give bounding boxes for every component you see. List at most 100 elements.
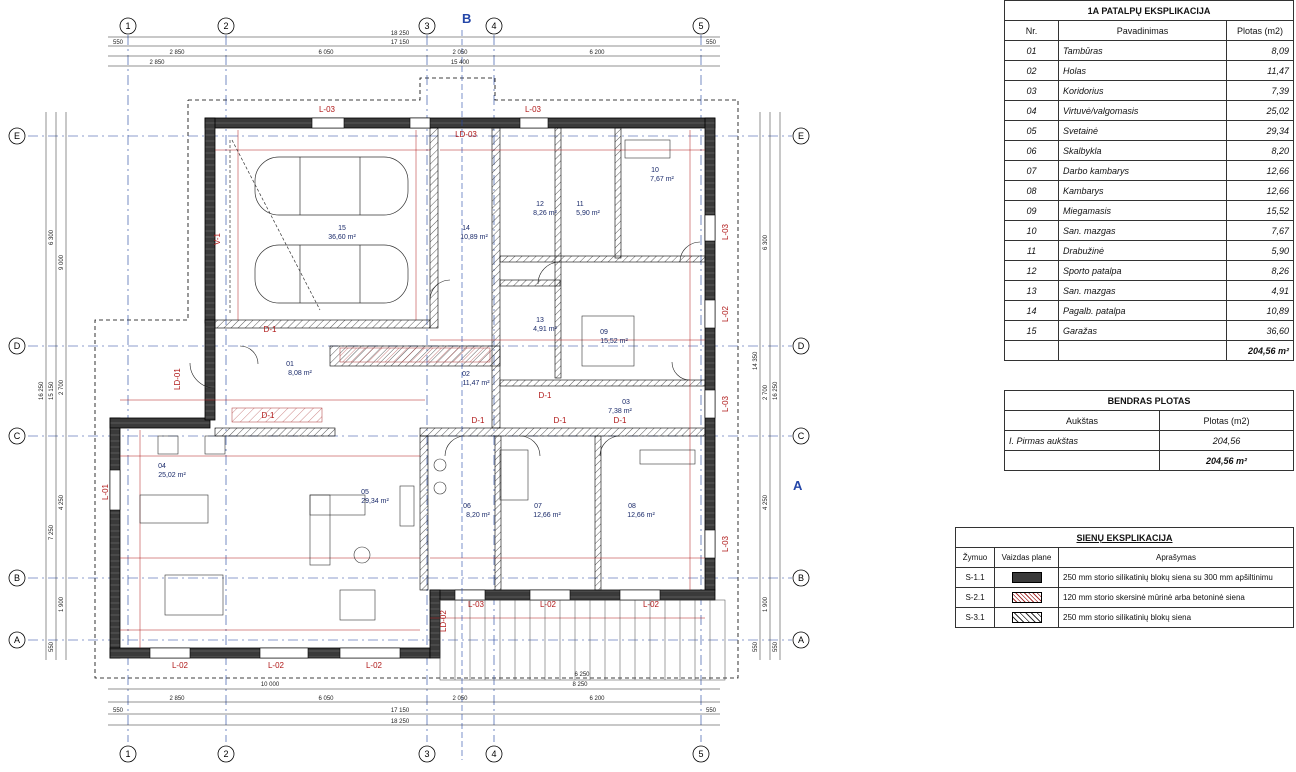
wall-explication-table: SIENŲ EKSPLIKACIJA Žymuo Vaizdas plane A… bbox=[955, 527, 1294, 628]
room-02-area: 11,47 m² bbox=[462, 380, 490, 387]
interior-dimension-lines bbox=[120, 130, 705, 648]
grid-label-left-c: C bbox=[14, 431, 21, 441]
vertical-opening-marks: V-1 LD-01 L-01 LD-02 L-03 L-02 L-03 L-03 bbox=[101, 223, 730, 632]
svg-text:10 000: 10 000 bbox=[261, 682, 280, 688]
svg-text:550: 550 bbox=[49, 641, 55, 652]
room-10-nr: 10 bbox=[651, 167, 659, 174]
svg-text:6 200: 6 200 bbox=[589, 696, 605, 702]
side-dimension-texts: 16 250 15 150 2 700 9 000 4 250 7 250 1 … bbox=[39, 229, 779, 652]
svg-text:LD-02: LD-02 bbox=[439, 610, 448, 632]
svg-text:550: 550 bbox=[113, 40, 124, 46]
svg-text:9 000: 9 000 bbox=[59, 254, 65, 270]
grid-label-top-4: 4 bbox=[491, 21, 496, 31]
area-table-title: BENDRAS PLOTAS bbox=[1004, 390, 1294, 411]
room-table-header-name: Pavadinimas bbox=[1058, 20, 1227, 41]
opening-marks: L-03 L-03 LD-03 L-02 L-02 L-02 L-03 L-02… bbox=[172, 105, 660, 670]
svg-text:550: 550 bbox=[706, 40, 717, 46]
svg-text:6 300: 6 300 bbox=[49, 229, 55, 245]
room-15-nr: 15 bbox=[338, 225, 346, 232]
svg-text:D-1: D-1 bbox=[472, 416, 485, 425]
room-09-nr: 09 bbox=[600, 329, 608, 336]
svg-text:550: 550 bbox=[113, 708, 124, 714]
svg-text:L-03: L-03 bbox=[468, 600, 485, 609]
grid-label-left-d: D bbox=[14, 341, 21, 351]
svg-text:LD-01: LD-01 bbox=[173, 368, 182, 390]
room-03-area: 7,38 m² bbox=[608, 408, 632, 415]
svg-text:6 050: 6 050 bbox=[318, 50, 334, 56]
svg-text:2 700: 2 700 bbox=[763, 384, 769, 400]
grid-label-right-a: A bbox=[798, 635, 804, 645]
svg-text:18 250: 18 250 bbox=[391, 719, 410, 725]
svg-text:16 250: 16 250 bbox=[773, 381, 779, 400]
svg-text:4 250: 4 250 bbox=[763, 494, 769, 510]
room-03-nr: 03 bbox=[622, 399, 630, 406]
grid-label-right-e: E bbox=[798, 131, 804, 141]
total-area-table: BENDRAS PLOTAS Aukštas Plotas (m2) I. Pi… bbox=[1004, 390, 1294, 471]
svg-text:2 700: 2 700 bbox=[59, 379, 65, 395]
svg-text:15 400: 15 400 bbox=[451, 60, 470, 66]
room-table-header-nr: Nr. bbox=[1004, 20, 1059, 41]
dimension-texts: 18 250 550 17 150 550 2 850 6 050 2 050 … bbox=[113, 31, 717, 725]
section-marks: B A bbox=[461, 11, 803, 760]
svg-text:V-1: V-1 bbox=[213, 232, 222, 245]
svg-text:D-1: D-1 bbox=[262, 411, 275, 420]
svg-text:17 150: 17 150 bbox=[391, 40, 410, 46]
wall-table-header-code: Žymuo bbox=[955, 547, 995, 568]
room-12-nr: 12 bbox=[536, 201, 544, 208]
svg-text:2 850: 2 850 bbox=[169, 50, 185, 56]
exterior-walls bbox=[109, 117, 716, 659]
room-04-nr: 04 bbox=[158, 463, 166, 470]
svg-text:L-01: L-01 bbox=[101, 483, 110, 500]
svg-text:6 200: 6 200 bbox=[589, 50, 605, 56]
room-13-area: 4,91 m² bbox=[533, 326, 557, 333]
grid-label-right-b: B bbox=[798, 573, 804, 583]
room-06-nr: 06 bbox=[463, 503, 471, 510]
table-row: S-2.1 120 mm storio skersinė mūrinė arba… bbox=[955, 587, 1294, 608]
svg-text:4 250: 4 250 bbox=[59, 494, 65, 510]
grid-label-left-e: E bbox=[14, 131, 20, 141]
svg-text:14 350: 14 350 bbox=[753, 351, 759, 370]
room-01-area: 8,08 m² bbox=[288, 370, 312, 377]
svg-text:2 850: 2 850 bbox=[149, 60, 165, 66]
grid-lines bbox=[28, 35, 792, 742]
svg-text:D-1: D-1 bbox=[264, 325, 277, 334]
wall-table-header-desc: Aprašymas bbox=[1058, 547, 1294, 568]
section-mark-a: A bbox=[793, 478, 803, 493]
svg-text:D-1: D-1 bbox=[554, 416, 567, 425]
room-table-header-area: Plotas (m2) bbox=[1226, 20, 1294, 41]
room-labels: 15 36,60 m² 14 10,89 m² 12 8,26 m² 11 5,… bbox=[158, 167, 674, 519]
room-explication-table: 1A PATALPŲ EKSPLIKACIJA Nr. Pavadinimas … bbox=[1004, 0, 1294, 361]
wall-table-title: SIENŲ EKSPLIKACIJA bbox=[955, 527, 1294, 548]
grid-label-top-1: 1 bbox=[125, 21, 130, 31]
svg-text:18 250: 18 250 bbox=[391, 31, 410, 37]
svg-text:2 850: 2 850 bbox=[169, 696, 185, 702]
svg-text:6 050: 6 050 bbox=[318, 696, 334, 702]
room-07-nr: 07 bbox=[534, 503, 542, 510]
svg-text:L-02: L-02 bbox=[643, 600, 660, 609]
svg-text:1 900: 1 900 bbox=[763, 596, 769, 612]
svg-text:LD-03: LD-03 bbox=[455, 130, 477, 139]
svg-text:16 250: 16 250 bbox=[39, 381, 45, 400]
room-09-area: 15,52 m² bbox=[600, 338, 628, 345]
room-table-title: 1A PATALPŲ EKSPLIKACIJA bbox=[1004, 0, 1294, 21]
svg-text:L-03: L-03 bbox=[721, 223, 730, 240]
room-05-area: 29,34 m² bbox=[361, 498, 389, 505]
grid-label-top-5: 5 bbox=[698, 21, 703, 31]
grid-label-bottom-1: 1 bbox=[125, 749, 130, 759]
room-05-nr: 05 bbox=[361, 489, 369, 496]
svg-text:L-02: L-02 bbox=[540, 600, 557, 609]
room-04-area: 25,02 m² bbox=[158, 472, 186, 479]
grid-bubbles bbox=[8, 17, 810, 763]
room-11-area: 5,90 m² bbox=[576, 210, 600, 217]
grid-label-bottom-4: 4 bbox=[491, 749, 496, 759]
wall-pattern-hatch bbox=[1011, 612, 1042, 623]
section-mark-b: B bbox=[462, 11, 471, 26]
